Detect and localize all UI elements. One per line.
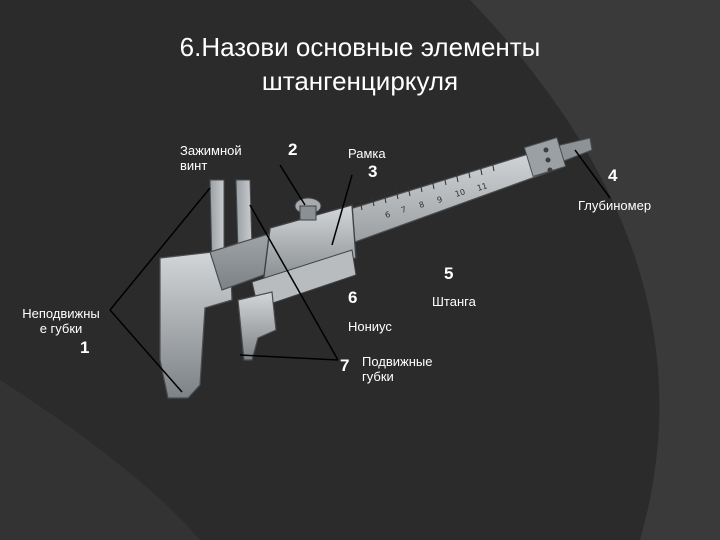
scale-tick-label: 9: [436, 195, 444, 205]
label-fixed-jaws: Неподвижны е губки: [22, 306, 100, 336]
number-5: 5: [444, 264, 454, 283]
label-frame: Рамка: [348, 146, 386, 161]
slide-title: 6.Назови основные элементы штангенциркул…: [100, 30, 620, 98]
number-4: 4: [608, 166, 618, 185]
frame: [261, 204, 357, 294]
number-1: 1: [80, 338, 90, 357]
scale-tick-label: 10: [454, 187, 466, 199]
pointer-lines: [109, 149, 611, 393]
scale-tick-label: 11: [476, 181, 488, 193]
number-6: 6: [348, 288, 358, 307]
beam: [209, 147, 561, 291]
label-movable-jaws: Подвижные губки: [362, 354, 433, 384]
number-7: 7: [340, 356, 350, 375]
number-3: 3: [368, 162, 378, 181]
label-depth-gauge: Глубиномер: [578, 198, 652, 213]
scale-tick-label: 6: [384, 210, 392, 220]
label-vernier: Нониус: [348, 319, 392, 334]
movable-jaw: [237, 291, 277, 361]
title-line-1: 6.Назови основные элементы: [179, 32, 541, 62]
scale-tick-label: 8: [418, 200, 426, 210]
label-clamp-screw: Зажимной винт: [180, 143, 242, 173]
label-beam: Штанга: [432, 294, 476, 309]
scale-tick-label: 7: [400, 205, 408, 215]
number-2: 2: [288, 140, 298, 159]
title-line-2: штангенциркуля: [261, 66, 459, 96]
beam-scale: [359, 160, 495, 211]
